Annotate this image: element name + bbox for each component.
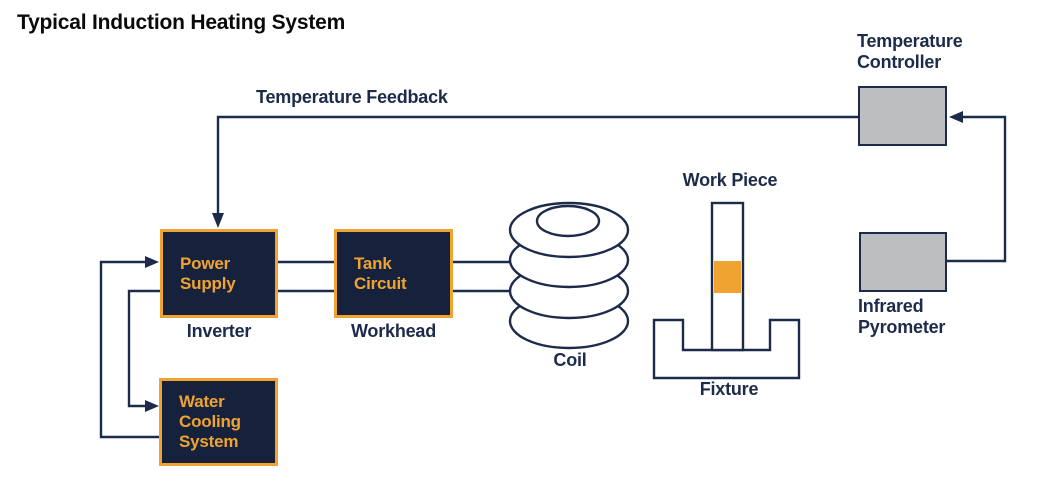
temperature-feedback-label: Temperature Feedback [256,87,448,107]
temperature-controller-label: Temperature Controller [857,31,963,72]
water-cooling-label: Water Cooling System [179,392,241,451]
workhead-caption: Workhead [350,321,437,341]
coil-label: Coil [553,350,587,370]
feedback-line [216,115,858,213]
tank-circuit-label: Tank Circuit [354,253,407,293]
cooling-arrowhead-icon [145,400,159,412]
infrared-pyrometer-label: Infrared Pyrometer [858,296,946,337]
fixture-label: Fixture [699,379,759,399]
power-supply-box: Power Supply [160,229,278,318]
work-piece-label: Work Piece [682,170,778,190]
infrared-pyrometer-box [859,232,947,292]
tank-circuit-box: Tank Circuit [334,229,453,318]
cooling-to-ps-line [99,260,159,439]
pyrometer-to-controller-line [947,115,1007,263]
water-cooling-box: Water Cooling System [159,378,278,466]
temperature-controller-box [858,86,947,146]
ps-to-cooling-line [127,289,160,408]
ps-arrowhead-icon [145,256,159,268]
controller-arrowhead-icon [949,111,963,123]
fixture-graphic [652,318,801,380]
feedback-arrowhead-icon [212,213,224,228]
heated-zone [714,261,741,293]
coil-graphic [508,201,630,350]
diagram-title: Typical Induction Heating System [17,11,346,34]
inverter-caption: Inverter [186,321,252,341]
power-supply-label: Power Supply [180,253,236,293]
